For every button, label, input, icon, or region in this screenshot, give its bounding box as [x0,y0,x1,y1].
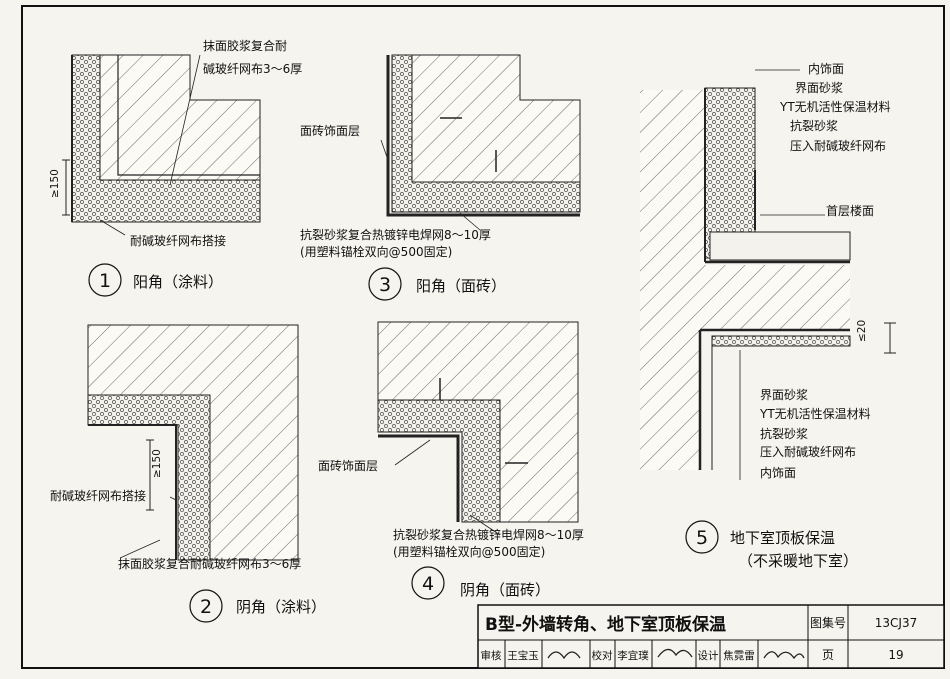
d1-number: 1 [99,270,111,292]
d2-label-overlap: 耐碱玻纤网布搭接 [50,488,146,503]
d5-subtitle: （不采暖地下室） [738,552,858,570]
d5-label-top-5: 首层楼面 [826,203,874,218]
page-label: 页 [822,648,834,662]
d2-number-circle [189,589,223,623]
sheet-title: B型-外墙转角、地下室顶板保温 [485,614,726,635]
reviewer-signature [547,651,581,660]
detail-2: ≥150 耐碱玻纤网布搭接 抹面胶浆复合耐碱玻纤网布3～6厚 2 阴角（涂料） [50,324,326,623]
d3-label-anchor: (用塑料锚栓双向@500固定) [300,244,452,259]
detail-1: ≥150 抹面胶浆复合耐 碱玻纤网布3～6厚 耐碱玻纤网布搭接 1 阳角（涂料） [49,38,302,297]
d5-label-bottom-3: 压入耐碱玻纤网布 [760,445,856,459]
d4-insulation-layer [377,399,501,523]
d1-title: 阳角（涂料） [133,273,223,291]
d5-number: 5 [696,527,708,549]
designer-name: 焦霓雷 [723,649,755,662]
design-label: 设计 [698,649,719,662]
check-label: 校对 [592,649,613,662]
d4-number-circle [411,566,445,600]
d2-label-mesh: 抹面胶浆复合耐碱玻纤网布3～6厚 [118,556,301,571]
d5-label-bottom-4: 内饰面 [760,466,796,480]
d3-label-tile: 面砖饰面层 [300,123,360,138]
d4-label-mesh: 抗裂砂浆复合热镀锌电焊网8～10厚 [393,527,584,542]
atlas-label: 图集号 [810,615,846,630]
d1-number-circle [88,263,122,297]
d2-number: 2 [200,596,212,618]
d5-label-bottom-1: YT无机活性保温材料 [759,407,871,421]
d5-number-circle [685,520,719,554]
d4-number: 4 [422,573,434,595]
d5-label-top-0: 内饰面 [808,62,844,76]
d5-label-top-3: 抗裂砂浆 [790,118,838,133]
reviewer-name: 王宝玉 [507,649,539,662]
d3-label-mesh: 抗裂砂浆复合热镀锌电焊网8～10厚 [300,227,491,242]
checker-signature [657,648,693,658]
d1-dimension: ≥150 [49,169,61,198]
d5-dimension: ≤20 [856,320,868,342]
review-label: 审核 [481,649,502,662]
atlas-number: 13CJ37 [875,616,917,630]
d5-title: 地下室顶板保温 [730,529,835,547]
d5-label-bottom-2: 抗裂砂浆 [760,426,808,441]
d1-label-mesh-1: 抹面胶浆复合耐 [203,38,287,53]
d2-insulation-layer [87,394,211,561]
d5-label-top-4: 压入耐碱玻纤网布 [790,139,886,153]
d3-title: 阳角（面砖） [416,277,506,295]
d2-title: 阴角（涂料） [236,598,326,616]
d1-label-overlap: 耐碱玻纤网布搭接 [130,233,226,248]
designer-signature [763,651,805,660]
page-number: 19 [888,648,903,662]
checker-name: 李宜璞 [617,649,649,662]
d4-label-anchor: (用塑料锚栓双向@500固定) [393,544,545,559]
d3-number-circle [368,267,402,301]
d2-dimension: ≥150 [151,449,163,478]
detail-4: 面砖饰面层 抗裂砂浆复合热镀锌电焊网8～10厚 (用塑料锚栓双向@500固定) … [318,321,584,600]
title-block: B型-外墙转角、地下室顶板保温 图集号 13CJ37 页 19 审核 王宝玉 校… [477,604,945,669]
detail-3: 面砖饰面层 抗裂砂浆复合热镀锌电焊网8～10厚 (用塑料锚栓双向@500固定) … [300,54,581,301]
d4-label-tile: 面砖饰面层 [318,458,378,473]
d3-insulation-layer [391,54,581,213]
d1-label-mesh-2: 碱玻纤网布3～6厚 [203,62,302,76]
d5-label-bottom-0: 界面砂浆 [760,387,808,402]
detail-5: ≤20 内饰面 界面砂浆 YT无机活性保温材料 抗裂砂浆 压入耐碱玻纤网布 首层… [640,62,896,570]
d5-label-top-1: 界面砂浆 [795,80,843,95]
d4-title: 阴角（面砖） [460,581,550,599]
d5-label-top-2: YT无机活性保温材料 [779,100,891,114]
d3-number: 3 [379,274,391,296]
d3-concrete-wall [401,54,581,196]
